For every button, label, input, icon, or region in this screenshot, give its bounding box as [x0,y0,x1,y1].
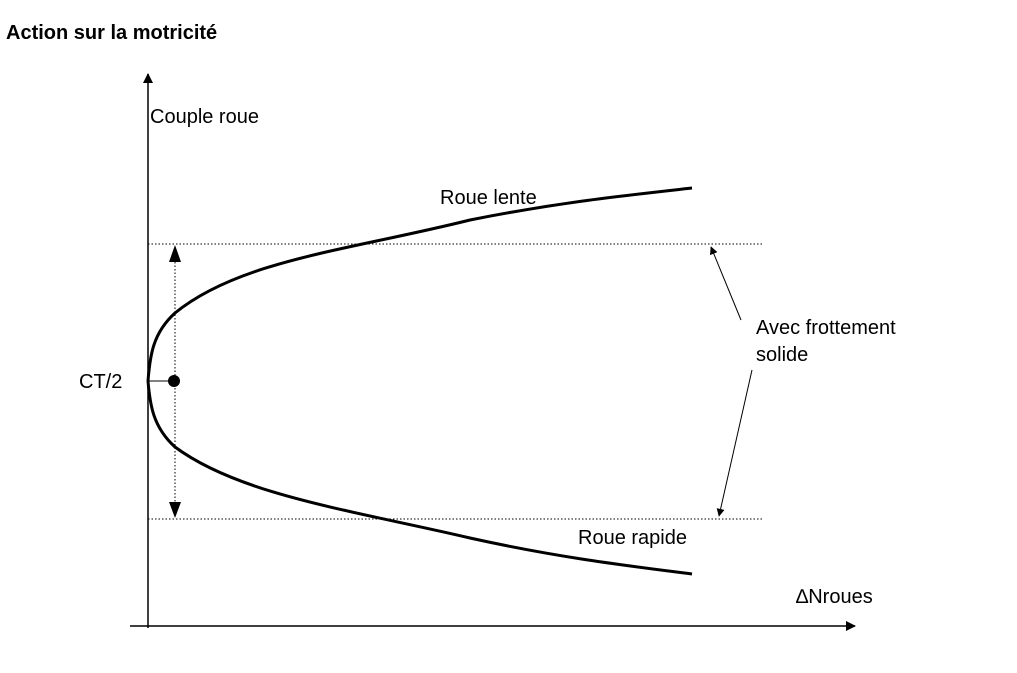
slow-wheel-label: Roue lente [440,187,537,209]
friction-range-arrow-down [169,502,181,518]
x-axis-label: ∆Nroues [796,586,873,608]
y-axis-label: Couple roue [150,106,259,128]
friction-pointer-lower [716,369,753,517]
slow-wheel-curve [146,186,693,382]
center-point [168,375,180,387]
friction-pointer-upper [710,246,742,321]
friction-label-line1: Avec frottement [756,317,896,339]
fast-wheel-curve [146,380,693,576]
page-title: Action sur la motricité [6,22,218,44]
friction-range-arrow-up [169,245,181,262]
fast-wheel-label: Roue rapide [578,527,687,549]
center-label: CT/2 [79,371,122,393]
friction-label-line2: solide [756,344,808,366]
